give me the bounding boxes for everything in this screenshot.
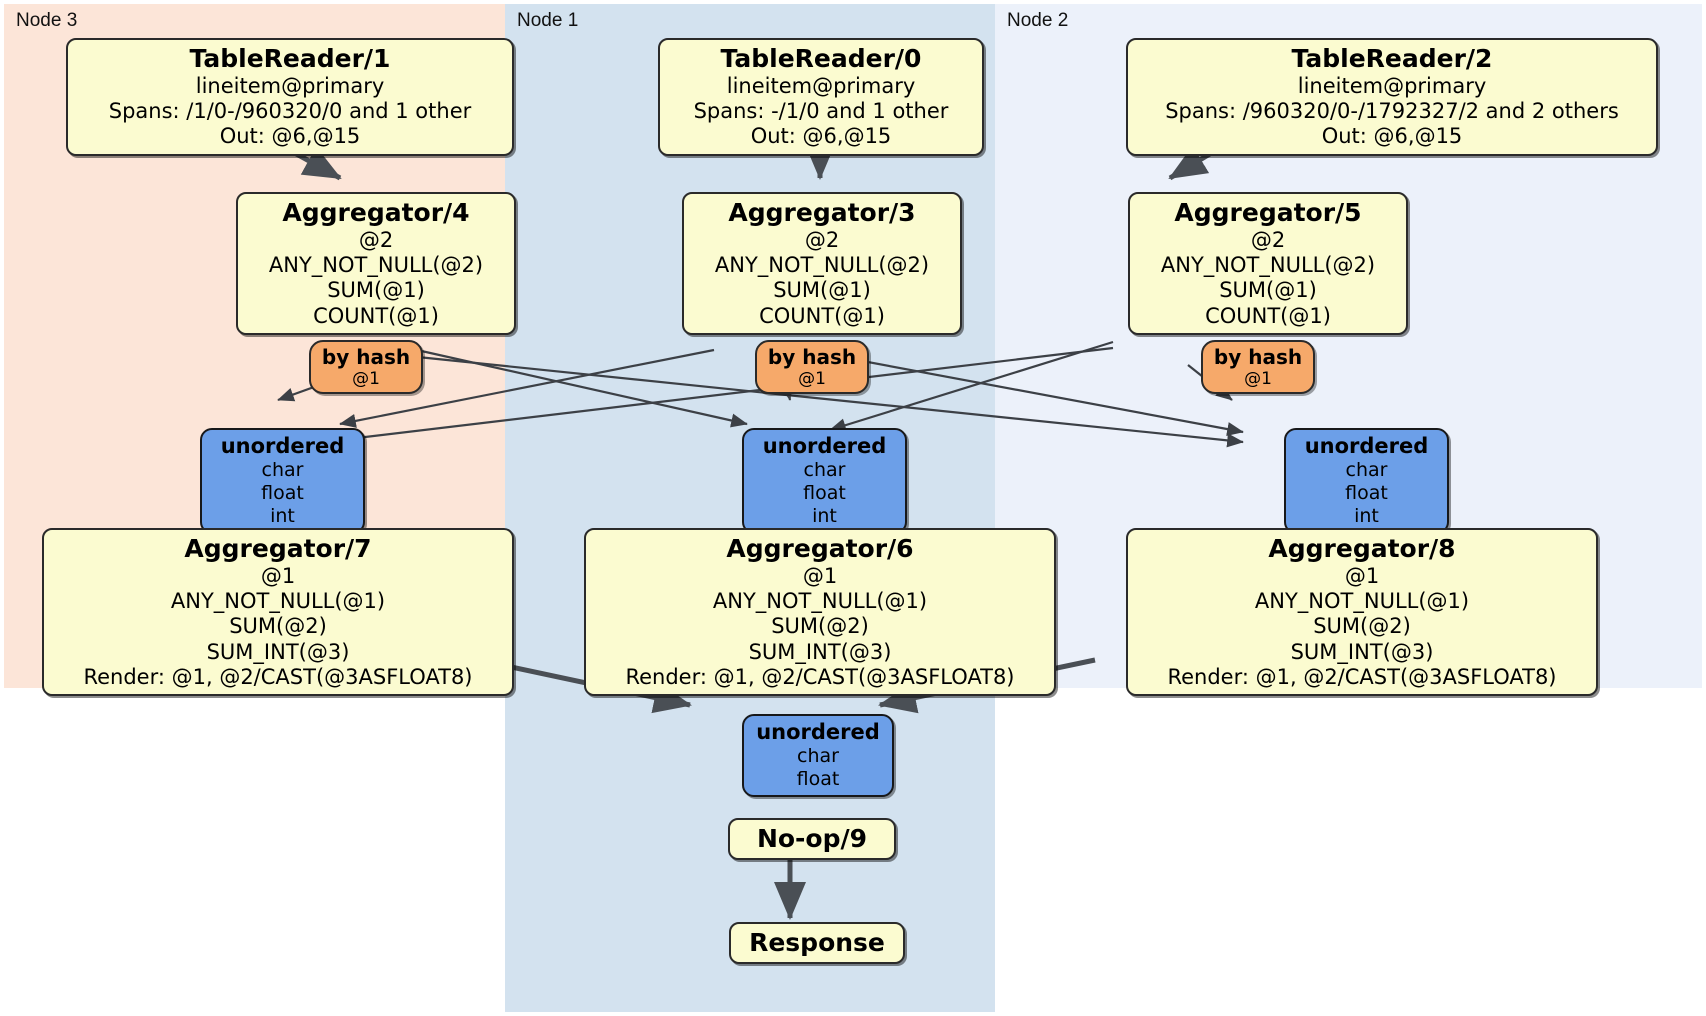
tablereader-2-title: TableReader/2 bbox=[1291, 44, 1493, 73]
tablereader-0-line-2: Out: @6,@15 bbox=[750, 124, 892, 149]
edge-tr2-agg5 bbox=[1168, 145, 1215, 181]
synchronizer-unordered-left[interactable]: unordered char float int bbox=[200, 428, 365, 534]
sync-center-title: unordered bbox=[762, 434, 887, 458]
router-right-line-0: @1 bbox=[1244, 369, 1272, 389]
sync-right-line-1: float bbox=[1345, 481, 1388, 504]
response-title: Response bbox=[749, 928, 885, 957]
processor-aggregator-8[interactable]: Aggregator/8 @1 ANY_NOT_NULL(@1) SUM(@2)… bbox=[1126, 528, 1598, 696]
aggregator-3-line-3: COUNT(@1) bbox=[759, 303, 885, 328]
aggregator-3-line-0: @2 bbox=[804, 228, 840, 252]
router-center-line-0: @1 bbox=[798, 369, 826, 389]
aggregator-8-line-0: @1 bbox=[1344, 564, 1380, 588]
sync-left-line-2: int bbox=[270, 504, 295, 527]
noop-9-title: No-op/9 bbox=[756, 824, 868, 853]
edge-hashR-syncL bbox=[339, 346, 1114, 446]
synchronizer-unordered-center[interactable]: unordered char float int bbox=[742, 428, 907, 534]
aggregator-7-line-2: SUM(@2) bbox=[229, 614, 327, 639]
router-by-hash-left[interactable]: by hash @1 bbox=[309, 340, 423, 395]
aggregator-8-line-2: SUM(@2) bbox=[1313, 614, 1411, 639]
sync-left-line-0: char bbox=[261, 459, 304, 482]
processor-noop-9[interactable]: No-op/9 bbox=[728, 818, 896, 860]
edge-hashL-syncR bbox=[407, 354, 1244, 448]
sync-right-line-2: int bbox=[1354, 504, 1379, 527]
aggregator-5-line-3: COUNT(@1) bbox=[1205, 303, 1331, 328]
router-by-hash-right[interactable]: by hash @1 bbox=[1201, 340, 1315, 395]
aggregator-6-line-0: @1 bbox=[802, 564, 838, 588]
processor-tablereader-0[interactable]: TableReader/0 lineitem@primary Spans: -/… bbox=[658, 38, 984, 156]
processor-aggregator-5[interactable]: Aggregator/5 @2 ANY_NOT_NULL(@2) SUM(@1)… bbox=[1128, 192, 1408, 335]
aggregator-3-line-2: SUM(@1) bbox=[773, 278, 871, 303]
aggregator-5-line-0: @2 bbox=[1250, 228, 1286, 252]
sync-center-line-0: char bbox=[803, 459, 846, 482]
sync-left-line-1: float bbox=[261, 481, 304, 504]
aggregator-5-title: Aggregator/5 bbox=[1174, 198, 1362, 227]
processor-aggregator-7[interactable]: Aggregator/7 @1 ANY_NOT_NULL(@1) SUM(@2)… bbox=[42, 528, 514, 696]
router-left-title: by hash bbox=[321, 345, 411, 369]
aggregator-6-line-2: SUM(@2) bbox=[771, 614, 869, 639]
sync-final-line-1: float bbox=[796, 767, 840, 790]
tablereader-1-title: TableReader/1 bbox=[189, 44, 391, 73]
router-center-title: by hash bbox=[767, 345, 857, 369]
tablereader-0-line-1: Spans: -/1/0 and 1 other bbox=[693, 99, 949, 124]
edge-hashC-syncL bbox=[339, 348, 715, 428]
region-node3-label: Node 3 bbox=[16, 10, 78, 31]
region-node2-label: Node 2 bbox=[1007, 10, 1069, 31]
tablereader-1-line-2: Out: @6,@15 bbox=[219, 124, 361, 149]
aggregator-4-title: Aggregator/4 bbox=[282, 198, 470, 227]
region-node1-label: Node 1 bbox=[517, 10, 579, 31]
sync-center-line-2: int bbox=[812, 504, 837, 527]
tablereader-1-line-1: Spans: /1/0-/960320/0 and 1 other bbox=[108, 99, 472, 124]
edge-hashR-syncC bbox=[829, 340, 1114, 433]
tablereader-0-line-0: lineitem@primary bbox=[726, 74, 916, 98]
tablereader-2-line-0: lineitem@primary bbox=[1297, 74, 1487, 98]
aggregator-3-line-1: ANY_NOT_NULL(@2) bbox=[714, 253, 930, 278]
tablereader-0-title: TableReader/0 bbox=[720, 44, 922, 73]
aggregator-6-line-4: Render: @1, @2/CAST(@3ASFLOAT8) bbox=[625, 664, 1015, 689]
router-left-line-0: @1 bbox=[352, 369, 380, 389]
aggregator-6-title: Aggregator/6 bbox=[726, 534, 914, 563]
aggregator-7-line-1: ANY_NOT_NULL(@1) bbox=[170, 589, 386, 614]
aggregator-4-line-1: ANY_NOT_NULL(@2) bbox=[268, 253, 484, 278]
tablereader-2-line-1: Spans: /960320/0-/1792327/2 and 2 others bbox=[1165, 99, 1619, 124]
processor-aggregator-6[interactable]: Aggregator/6 @1 ANY_NOT_NULL(@1) SUM(@2)… bbox=[584, 528, 1056, 696]
router-by-hash-center[interactable]: by hash @1 bbox=[755, 340, 869, 395]
sync-right-line-0: char bbox=[1345, 459, 1388, 482]
aggregator-4-line-0: @2 bbox=[358, 228, 394, 252]
aggregator-5-line-1: ANY_NOT_NULL(@2) bbox=[1160, 253, 1376, 278]
sync-left-title: unordered bbox=[220, 434, 345, 458]
processor-aggregator-3[interactable]: Aggregator/3 @2 ANY_NOT_NULL(@2) SUM(@1)… bbox=[682, 192, 962, 335]
sync-final-title: unordered bbox=[756, 720, 880, 744]
aggregator-8-line-3: SUM_INT(@3) bbox=[1290, 639, 1434, 664]
aggregator-3-title: Aggregator/3 bbox=[728, 198, 916, 227]
aggregator-8-title: Aggregator/8 bbox=[1268, 534, 1456, 563]
aggregator-6-line-1: ANY_NOT_NULL(@1) bbox=[712, 589, 928, 614]
aggregator-8-line-1: ANY_NOT_NULL(@1) bbox=[1254, 589, 1470, 614]
sync-center-line-1: float bbox=[803, 481, 846, 504]
processor-aggregator-4[interactable]: Aggregator/4 @2 ANY_NOT_NULL(@2) SUM(@1)… bbox=[236, 192, 516, 335]
aggregator-4-line-3: COUNT(@1) bbox=[313, 303, 439, 328]
aggregator-7-line-4: Render: @1, @2/CAST(@3ASFLOAT8) bbox=[83, 664, 473, 689]
aggregator-7-line-3: SUM_INT(@3) bbox=[206, 639, 350, 664]
edge-tr1-agg4 bbox=[291, 146, 342, 181]
edge-hashL-syncC bbox=[407, 346, 748, 428]
tablereader-1-line-0: lineitem@primary bbox=[195, 74, 385, 98]
sync-right-title: unordered bbox=[1304, 434, 1429, 458]
tablereader-2-line-2: Out: @6,@15 bbox=[1321, 124, 1463, 149]
sync-final-line-0: char bbox=[797, 745, 839, 768]
processor-tablereader-1[interactable]: TableReader/1 lineitem@primary Spans: /1… bbox=[66, 38, 514, 156]
processor-response[interactable]: Response bbox=[729, 922, 905, 964]
router-right-title: by hash bbox=[1213, 345, 1303, 369]
synchronizer-unordered-final[interactable]: unordered char float bbox=[742, 714, 894, 797]
edge-hashC-syncR bbox=[813, 350, 1244, 437]
aggregator-4-line-2: SUM(@1) bbox=[327, 278, 425, 303]
aggregator-8-line-4: Render: @1, @2/CAST(@3ASFLOAT8) bbox=[1167, 664, 1557, 689]
aggregator-6-line-3: SUM_INT(@3) bbox=[748, 639, 892, 664]
aggregator-5-line-2: SUM(@1) bbox=[1219, 278, 1317, 303]
aggregator-7-line-0: @1 bbox=[260, 564, 296, 588]
synchronizer-unordered-right[interactable]: unordered char float int bbox=[1284, 428, 1449, 534]
processor-tablereader-2[interactable]: TableReader/2 lineitem@primary Spans: /9… bbox=[1126, 38, 1658, 156]
aggregator-7-title: Aggregator/7 bbox=[184, 534, 372, 563]
